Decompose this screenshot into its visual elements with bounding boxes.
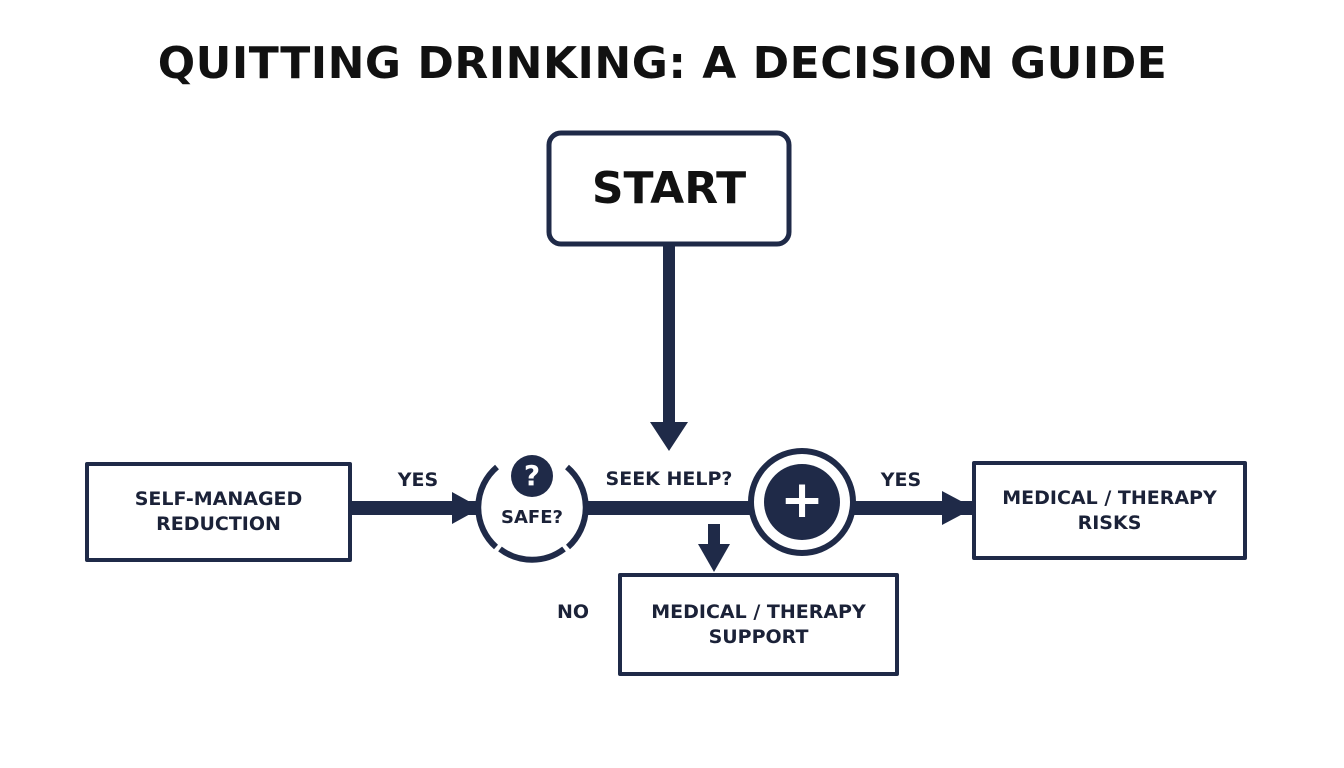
arrowhead-to-safe: [452, 492, 481, 524]
edge-label-yes-right: YES: [880, 469, 922, 491]
question-mark-icon: [511, 455, 553, 497]
help-inner-disc: [764, 464, 840, 540]
support-arrowhead: [698, 544, 730, 572]
support-connector: [708, 524, 720, 546]
question-mark-glyph: ?: [523, 458, 541, 492]
safe-decision-ring[interactable]: [475, 464, 499, 550]
safe-question-label: SAFE?: [501, 507, 563, 529]
arrowhead-to-risks: [942, 491, 974, 525]
start-arrowhead: [650, 422, 688, 451]
edge-label-no: NO: [556, 601, 590, 623]
page-title: QUITTING DRINKING: A DECISION GUIDE: [157, 38, 1168, 89]
medical-support-label: MEDICAL / THERAPY SUPPORT: [651, 600, 866, 648]
start-label: START: [591, 162, 747, 214]
medical-risks-label: MEDICAL / THERAPY RISKS: [1002, 486, 1217, 534]
main-connector: [350, 501, 974, 515]
edge-label-yes-left: YES: [397, 469, 439, 491]
edge-label-seek-help: SEEK HELP?: [605, 468, 733, 490]
medical-support-box[interactable]: [618, 573, 899, 676]
start-connector: [663, 244, 675, 424]
self-managed-label: SELF-MANAGED REDUCTION: [134, 488, 303, 535]
plus-cross-icon: +: [780, 470, 824, 531]
